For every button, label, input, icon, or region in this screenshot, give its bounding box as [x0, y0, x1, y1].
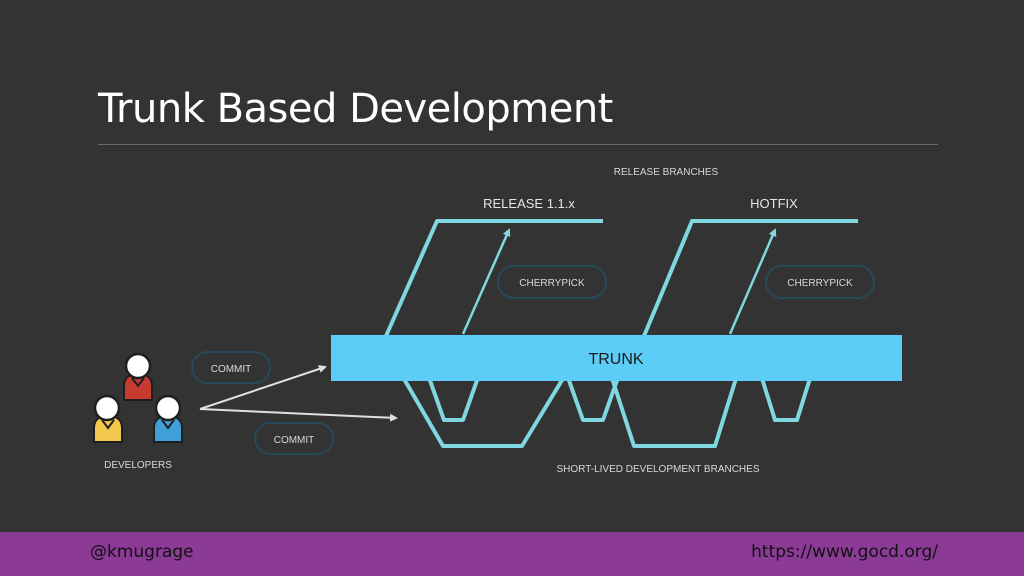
dev-branch-3: [564, 371, 622, 422]
commit-label-2: COMMIT: [274, 435, 315, 446]
release-label: RELEASE 1.1.x: [483, 196, 575, 211]
cherrypick-label-2: CHERRYPICK: [787, 278, 853, 289]
commit-label-1: COMMIT: [211, 364, 252, 375]
cherrypick-pill-2: CHERRYPICK: [765, 265, 875, 299]
hotfix-branch-line: [642, 219, 858, 337]
cherrypick-arrow-release: [461, 228, 511, 335]
trunk-bar: [331, 335, 902, 381]
commit-arrow-trunk: [199, 365, 327, 410]
developers-label: DEVELOPERS: [104, 460, 172, 471]
footer-bar: @kmugrage https://www.gocd.org/: [0, 532, 1024, 576]
release-branches-label: RELEASE BRANCHES: [614, 167, 719, 178]
commit-arrow-branch: [199, 408, 398, 422]
short-lived-branches: [398, 370, 814, 448]
footer-url[interactable]: https://www.gocd.org/: [751, 542, 938, 562]
dev-branch-4: [608, 371, 740, 448]
trunk-diagram: TRUNK RELEASE BRANCHES RELEASE 1.1.x HOT…: [93, 167, 902, 475]
release-branch-line: [384, 219, 603, 337]
dev-branch-1: [398, 370, 569, 448]
dev-branch-2: [425, 371, 482, 422]
trunk-label: TRUNK: [588, 351, 643, 368]
title-divider: [98, 144, 938, 145]
short-lived-label: SHORT-LIVED DEVELOPMENT BRANCHES: [556, 464, 759, 475]
commit-pill-2: COMMIT: [254, 422, 334, 455]
cherrypick-label-1: CHERRYPICK: [519, 278, 585, 289]
commit-pill-1: COMMIT: [191, 351, 271, 384]
developer-blue-icon: [153, 394, 183, 443]
cherrypick-arrow-hotfix: [728, 228, 777, 335]
hotfix-label: HOTFIX: [750, 196, 798, 211]
developers-group: [93, 352, 183, 443]
slide-title: Trunk Based Development: [98, 86, 613, 132]
cherrypick-pill-1: CHERRYPICK: [497, 265, 607, 299]
release-branches: [384, 219, 858, 337]
developer-red-icon: [123, 352, 153, 401]
footer-handle: @kmugrage: [90, 542, 194, 562]
dev-branch-5: [758, 371, 814, 422]
developer-yellow-icon: [93, 394, 123, 443]
